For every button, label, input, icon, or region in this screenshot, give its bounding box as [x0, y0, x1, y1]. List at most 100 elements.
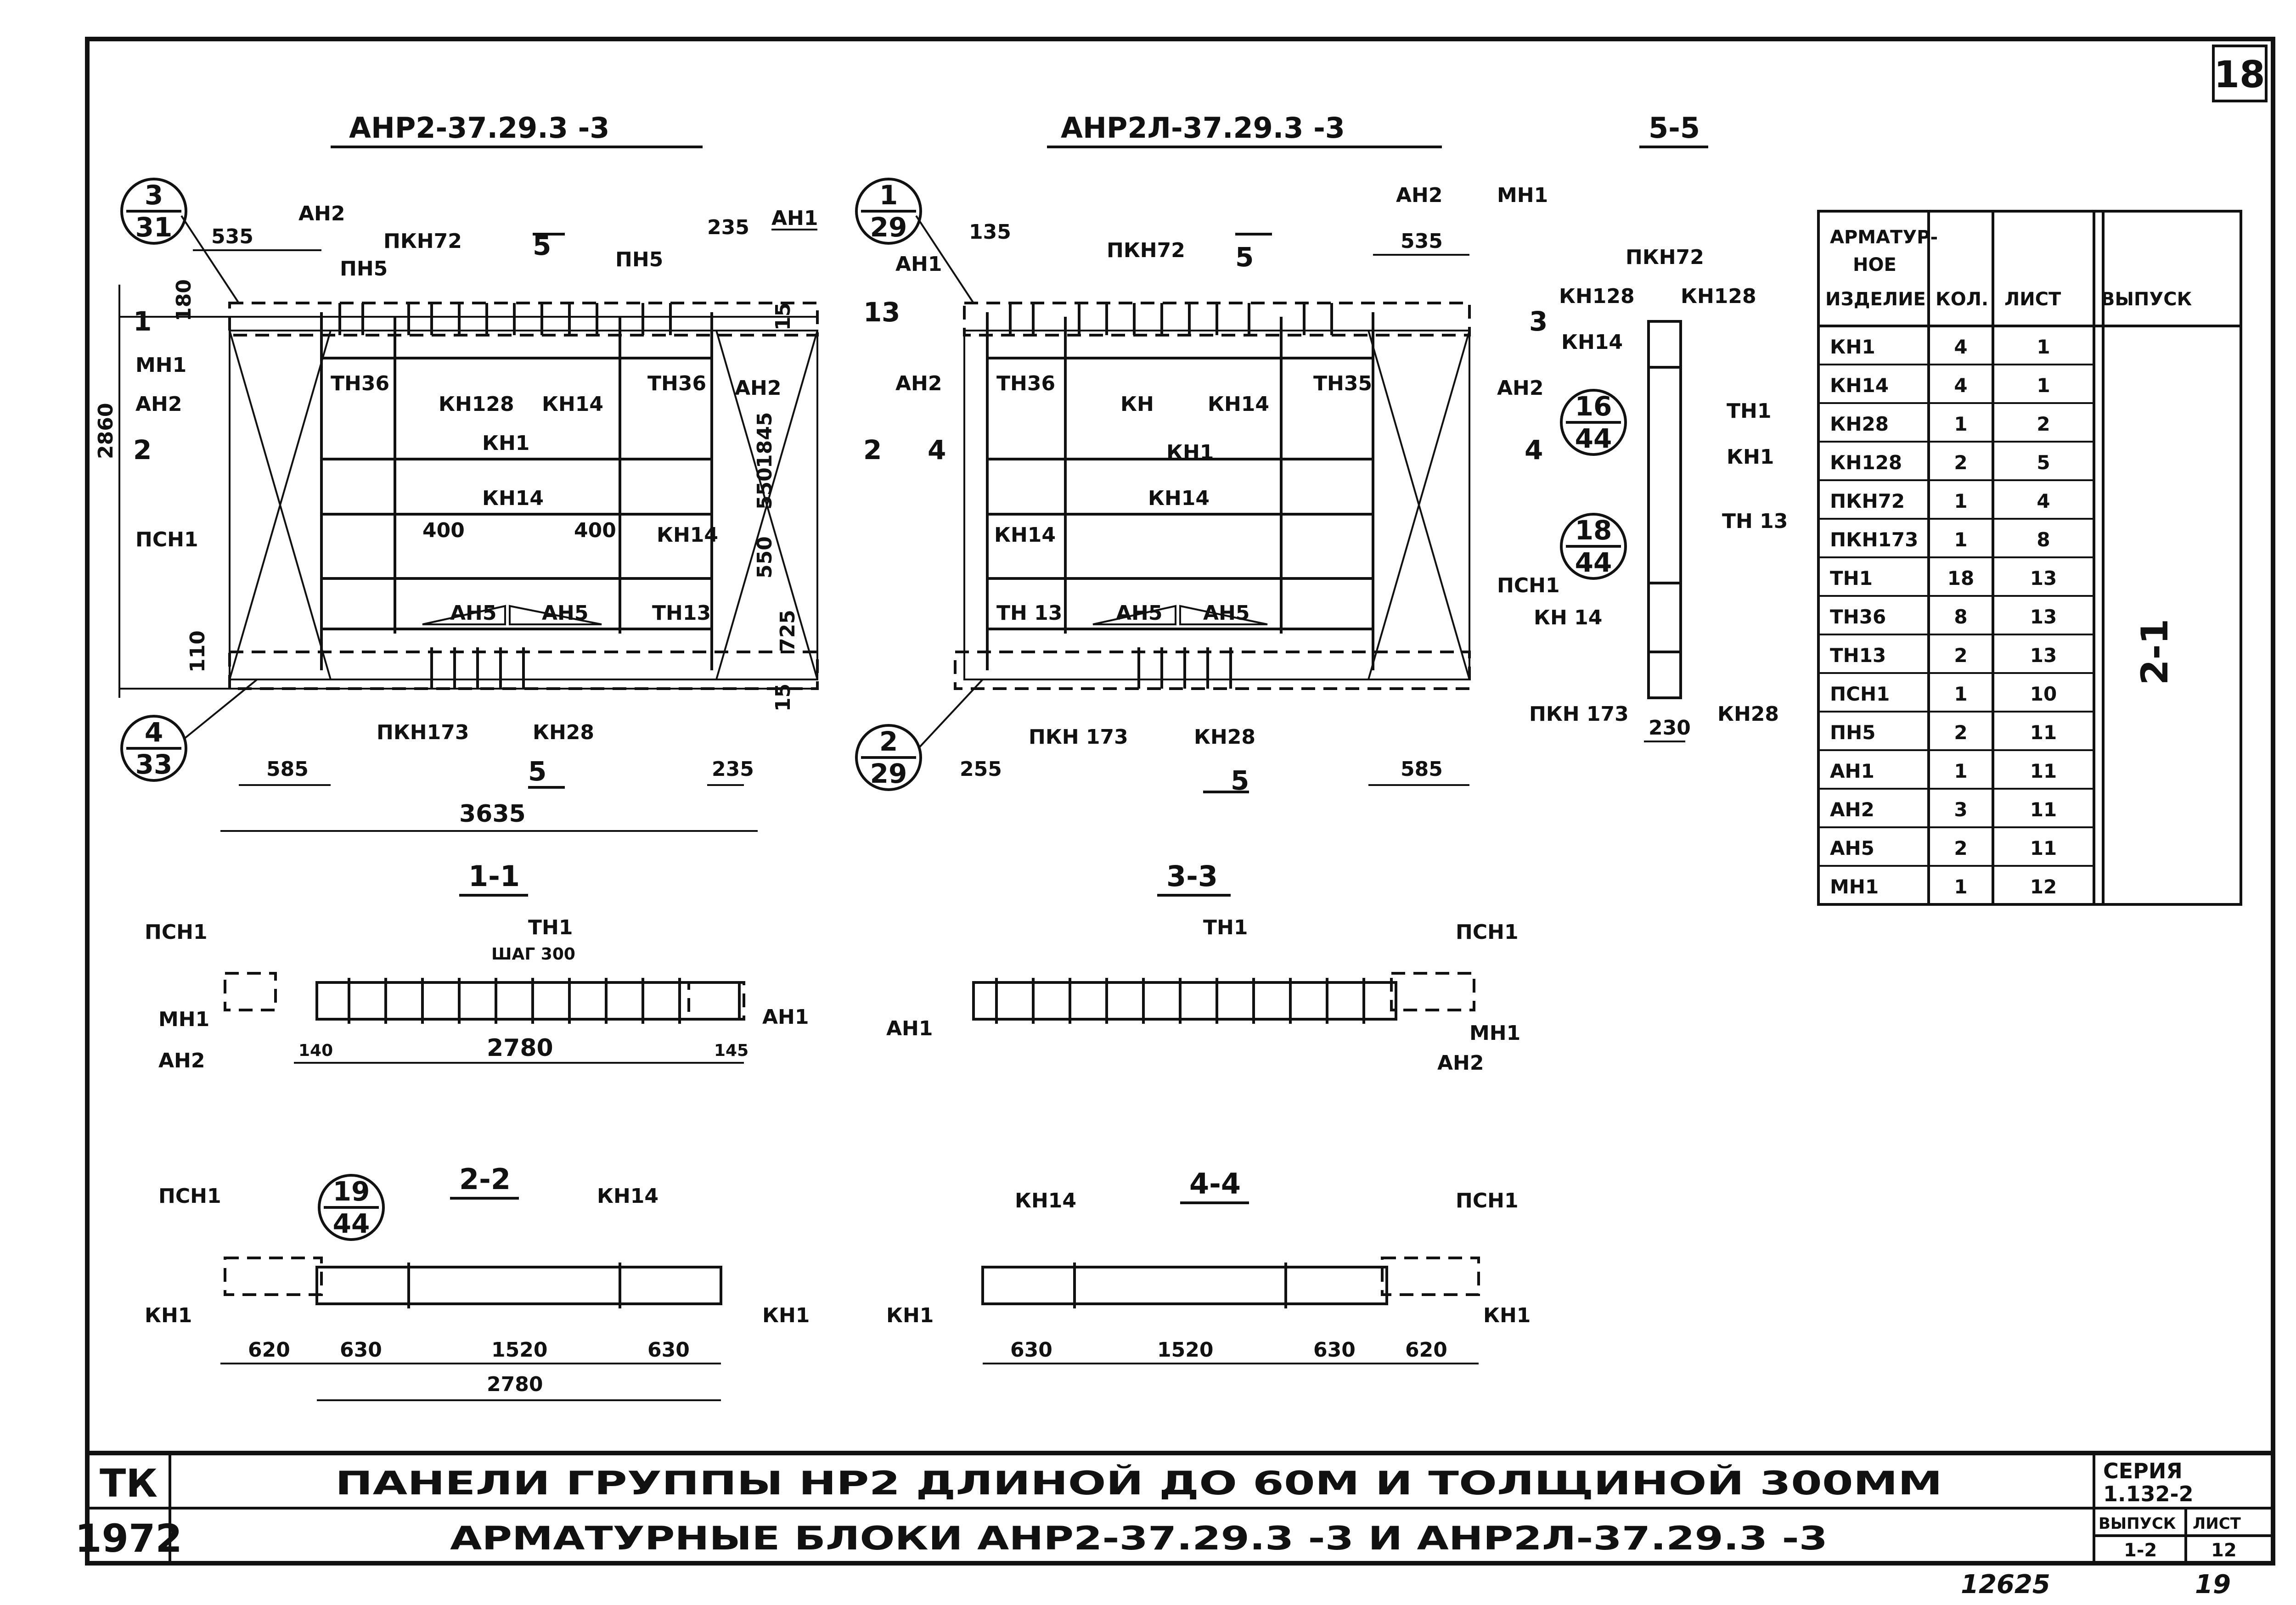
section-55-labels: ПКН72 КН128 КН128 КН14 ТН1 КН1 ТН 13 КН … [1529, 246, 1788, 742]
svg-text:ПСН1: ПСН1 [1497, 574, 1560, 597]
left-block: АНР2-37.29.3 -3 [94, 111, 882, 832]
table-cell-sheet: 13 [2030, 606, 2057, 628]
table-cell-sheet: 12 [2030, 875, 2057, 898]
title-block: ТК 1972 ПАНЕЛИ ГРУППЫ НР2 ДЛИНОЙ ДО 60М … [75, 1451, 2273, 1563]
table-cell-sheet: 13 [2030, 567, 2057, 589]
svg-text:5: 5 [1235, 241, 1254, 273]
table-cell-sheet: 5 [2037, 451, 2050, 474]
table-cell-qty: 4 [1954, 336, 1967, 358]
sheet-number-box [2212, 45, 2268, 102]
middle-window [1064, 357, 1282, 630]
callout-16-44: 16 44 [1560, 389, 1627, 456]
table-cell-qty: 18 [1947, 567, 1974, 589]
svg-text:КН14: КН14 [482, 487, 544, 510]
table-cell-sheet: 2 [2037, 413, 2050, 435]
svg-text:ПКН 173: ПКН 173 [1529, 702, 1629, 726]
table-header-qty: КОЛ. [1936, 289, 1988, 310]
table-cell-sheet: 10 [2030, 683, 2057, 705]
svg-text:2780: 2780 [487, 1373, 543, 1396]
table-cell-qty: 1 [1954, 760, 1967, 782]
svg-text:КН14: КН14 [994, 523, 1056, 547]
svg-text:3: 3 [1529, 306, 1548, 337]
svg-text:КН14: КН14 [597, 1184, 658, 1208]
page-number: 19 [2195, 1570, 2231, 1599]
callout-2-29-top: 2 [879, 726, 898, 757]
table-cell-item: ТН1 [1830, 567, 1873, 589]
table-cell-sheet: 4 [2037, 490, 2050, 512]
callout-4-33-bottom: 33 [135, 749, 173, 780]
svg-text:КН14: КН14 [1148, 487, 1210, 510]
table-cell-qty: 2 [1954, 837, 1967, 859]
table-cell-item: АН5 [1830, 837, 1874, 859]
svg-text:ПКН173: ПКН173 [377, 721, 469, 744]
table-cell-sheet: 11 [2030, 721, 2057, 744]
svg-text:АН5: АН5 [1203, 601, 1250, 625]
table-header-item-1: АРМАТУР- [1830, 227, 1938, 248]
callout-19-44: 19 44 [318, 1174, 385, 1241]
sheet-value: 12 [2211, 1540, 2237, 1561]
svg-text:630: 630 [340, 1338, 382, 1362]
section-1-1: 1-1 ПСН1 ТН1 ШАГ 300 МН1 АН2 АН1 140 278… [145, 859, 809, 1072]
svg-text:ПСН1: ПСН1 [145, 920, 208, 944]
table-cell-qty: 1 [1954, 875, 1967, 898]
svg-text:ТН1: ТН1 [1727, 399, 1771, 423]
svg-text:2: 2 [133, 434, 152, 466]
middle-cross-b [1367, 330, 1470, 680]
table-cell-qty: 1 [1954, 490, 1967, 512]
table-cell-sheet: 11 [2030, 837, 2057, 859]
table-cell-sheet: 8 [2037, 528, 2050, 551]
table-cell-qty: 2 [1954, 721, 1967, 744]
svg-text:АН5: АН5 [1116, 601, 1163, 625]
svg-text:235: 235 [707, 216, 749, 239]
table-cell-item: КН1 [1830, 336, 1875, 358]
table-cell-sheet: 1 [2037, 336, 2050, 358]
callout-16-44-bottom: 44 [1575, 423, 1612, 454]
svg-text:КН1: КН1 [1166, 441, 1214, 464]
svg-text:ШАГ 300: ШАГ 300 [491, 945, 575, 964]
callout-1-29-bottom: 29 [870, 212, 907, 243]
svg-text:110: 110 [186, 630, 209, 673]
table-cell-item: МН1 [1830, 875, 1879, 898]
svg-text:АН2: АН2 [1497, 376, 1544, 400]
table-header-item-3: ИЗДЕЛИЕ [1825, 289, 1926, 310]
svg-text:КН: КН [1120, 393, 1154, 416]
svg-text:АН2: АН2 [135, 393, 182, 416]
callout-18-44-top: 18 [1575, 515, 1612, 546]
svg-text:КН 14: КН 14 [1534, 606, 1602, 629]
svg-text:КН14: КН14 [542, 393, 603, 416]
svg-text:1520: 1520 [1157, 1338, 1213, 1362]
middle-panel-bottom-dash [954, 651, 1471, 690]
sheet-number: 18 [2214, 53, 2265, 96]
svg-text:550: 550 [753, 536, 777, 578]
svg-text:ПКН72: ПКН72 [1107, 239, 1185, 262]
svg-text:АН1: АН1 [762, 1005, 809, 1029]
svg-text:КН1: КН1 [1483, 1304, 1531, 1327]
title-line-1: ПАНЕЛИ ГРУППЫ НР2 ДЛИНОЙ ДО 60М И ТОЛЩИН… [335, 1465, 1942, 1502]
table-cell-qty: 1 [1954, 683, 1967, 705]
middle-labels: 135 АН1 ПКН72 5 АН2 МН1 535 3 3 АН2 ТН36… [882, 184, 1560, 796]
callout-19-44-bottom: 44 [333, 1208, 370, 1239]
table-cell-qty: 8 [1954, 606, 1967, 628]
svg-text:КН1: КН1 [762, 1304, 810, 1327]
svg-text:ТН35: ТН35 [1313, 372, 1372, 395]
left-cross-b [229, 330, 332, 680]
callout-2-29-bottom: 29 [870, 758, 907, 789]
svg-text:МН1: МН1 [135, 354, 186, 377]
svg-text:620: 620 [248, 1338, 290, 1362]
svg-text:КН128: КН128 [439, 393, 514, 416]
svg-text:630: 630 [1313, 1338, 1356, 1362]
table-header-item-2: НОЕ [1853, 254, 1896, 275]
svg-text:1520: 1520 [491, 1338, 547, 1362]
table-cell-item: ПСН1 [1830, 683, 1890, 705]
svg-text:585: 585 [266, 758, 309, 781]
callout-18-44: 18 44 [1560, 513, 1627, 580]
table-cell-item: КН28 [1830, 413, 1889, 435]
callout-4-33: 4 33 [120, 679, 258, 782]
series-label: СЕРИЯ [2103, 1459, 2183, 1483]
middle-block-title: АНР2Л-37.29.3 -3 [1061, 111, 1345, 145]
table-cell-item: АН1 [1830, 760, 1874, 782]
svg-text:140: 140 [298, 1041, 333, 1060]
svg-text:КН28: КН28 [533, 721, 594, 744]
